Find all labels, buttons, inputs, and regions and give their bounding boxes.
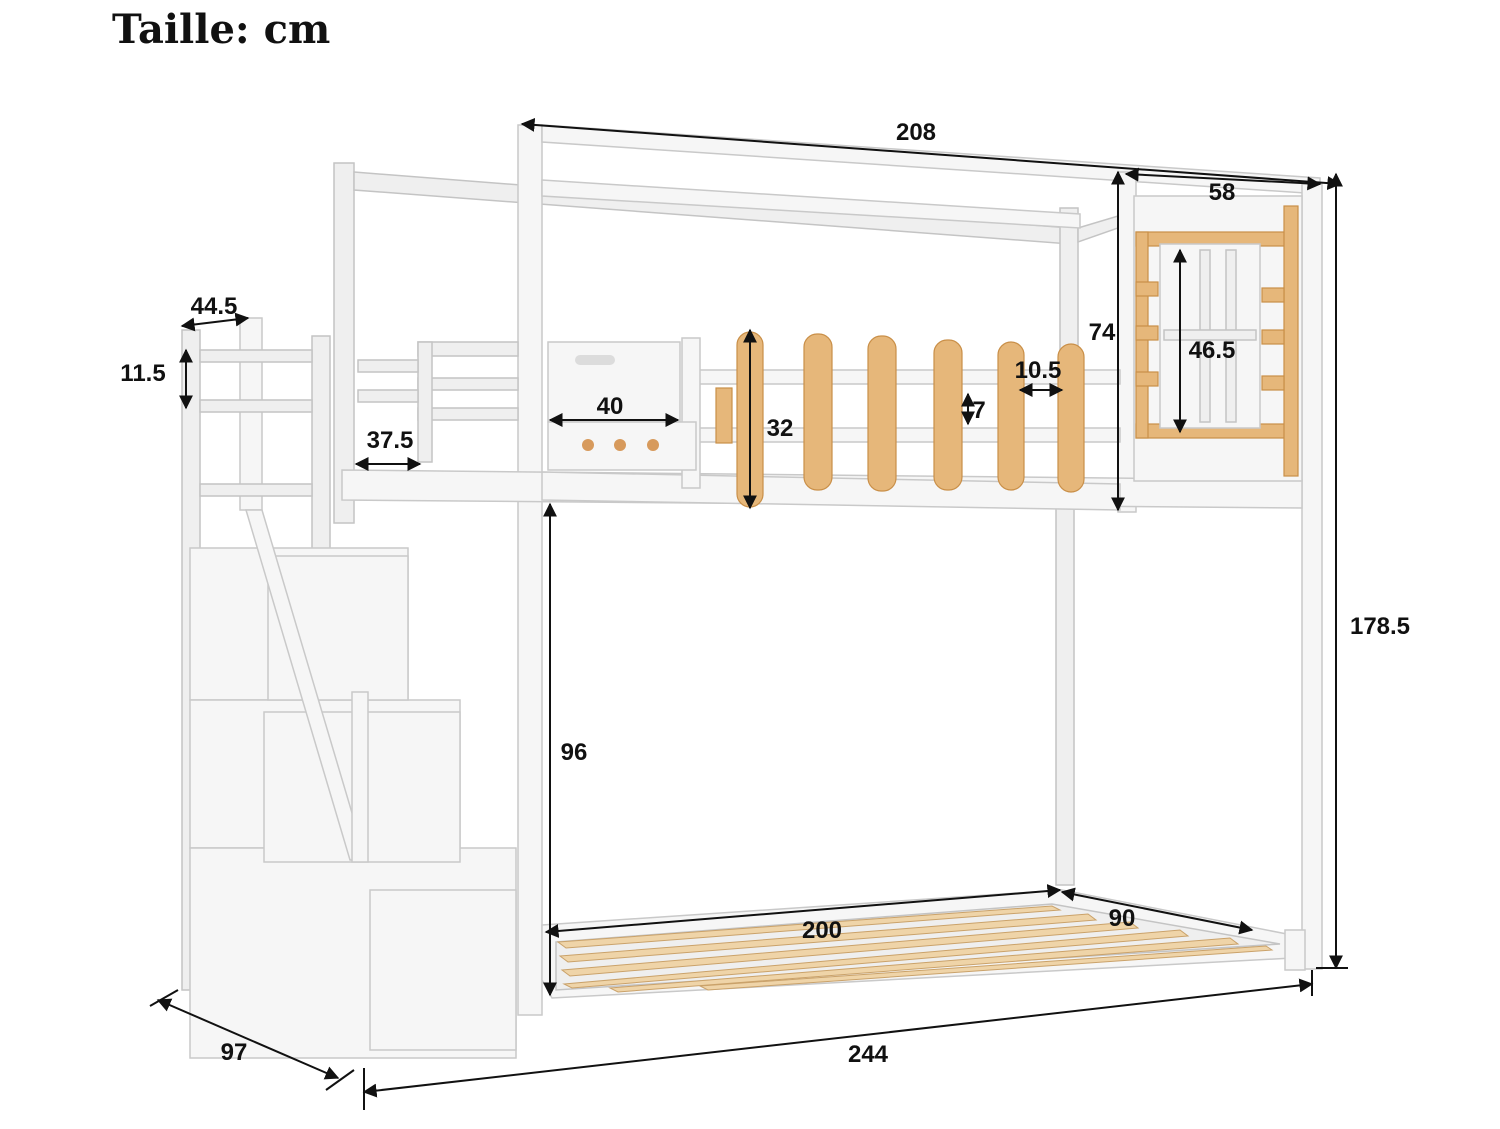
dim-line-90 [1060,887,1254,935]
dim-line-200 [544,884,1062,938]
label-total-height: 178.5 [1350,613,1410,640]
label-total-depth: 97 [221,1039,248,1066]
label-railing-height: 74 [1089,319,1116,346]
label-window-width: 58 [1209,179,1236,206]
label-stair-width: 44.5 [191,293,238,320]
dim-line-44-5 [180,312,250,332]
size-unit-title: Taille: cm [112,6,331,53]
label-window-height: 46.5 [1189,337,1236,364]
bunk-bed-illustration [181,124,1323,1059]
storage-staircase [181,317,517,1059]
house-window [1133,195,1303,482]
label-shelf-width: 40 [597,393,624,420]
dim-line-58 [1124,167,1322,191]
back-post [1055,504,1075,886]
label-total-length: 244 [848,1041,889,1068]
label-clearance-height: 96 [561,739,588,766]
label-roof-length: 208 [896,119,936,146]
dim-tick-97-right [325,1069,355,1091]
shelf-with-hooks [547,341,697,471]
label-bar-height: 32 [767,415,794,442]
dimension-lines [149,117,1348,1110]
label-slat-gap: 10.5 [1015,357,1062,384]
dim-line-97 [156,998,340,1080]
label-ledge-width: 37.5 [367,427,414,454]
label-mattress-width: 90 [1109,905,1136,932]
dim-tick-97-left [149,989,179,1007]
dimension-labels: 208 58 74 46.5 10.5 7 32 40 37.5 44.5 11… [120,119,1410,1068]
label-slat-gap-small: 7 [972,397,985,424]
label-stair-rail-gap: 11.5 [120,360,165,387]
label-mattress-length: 200 [802,917,842,944]
dim-line-244 [362,978,1314,1098]
